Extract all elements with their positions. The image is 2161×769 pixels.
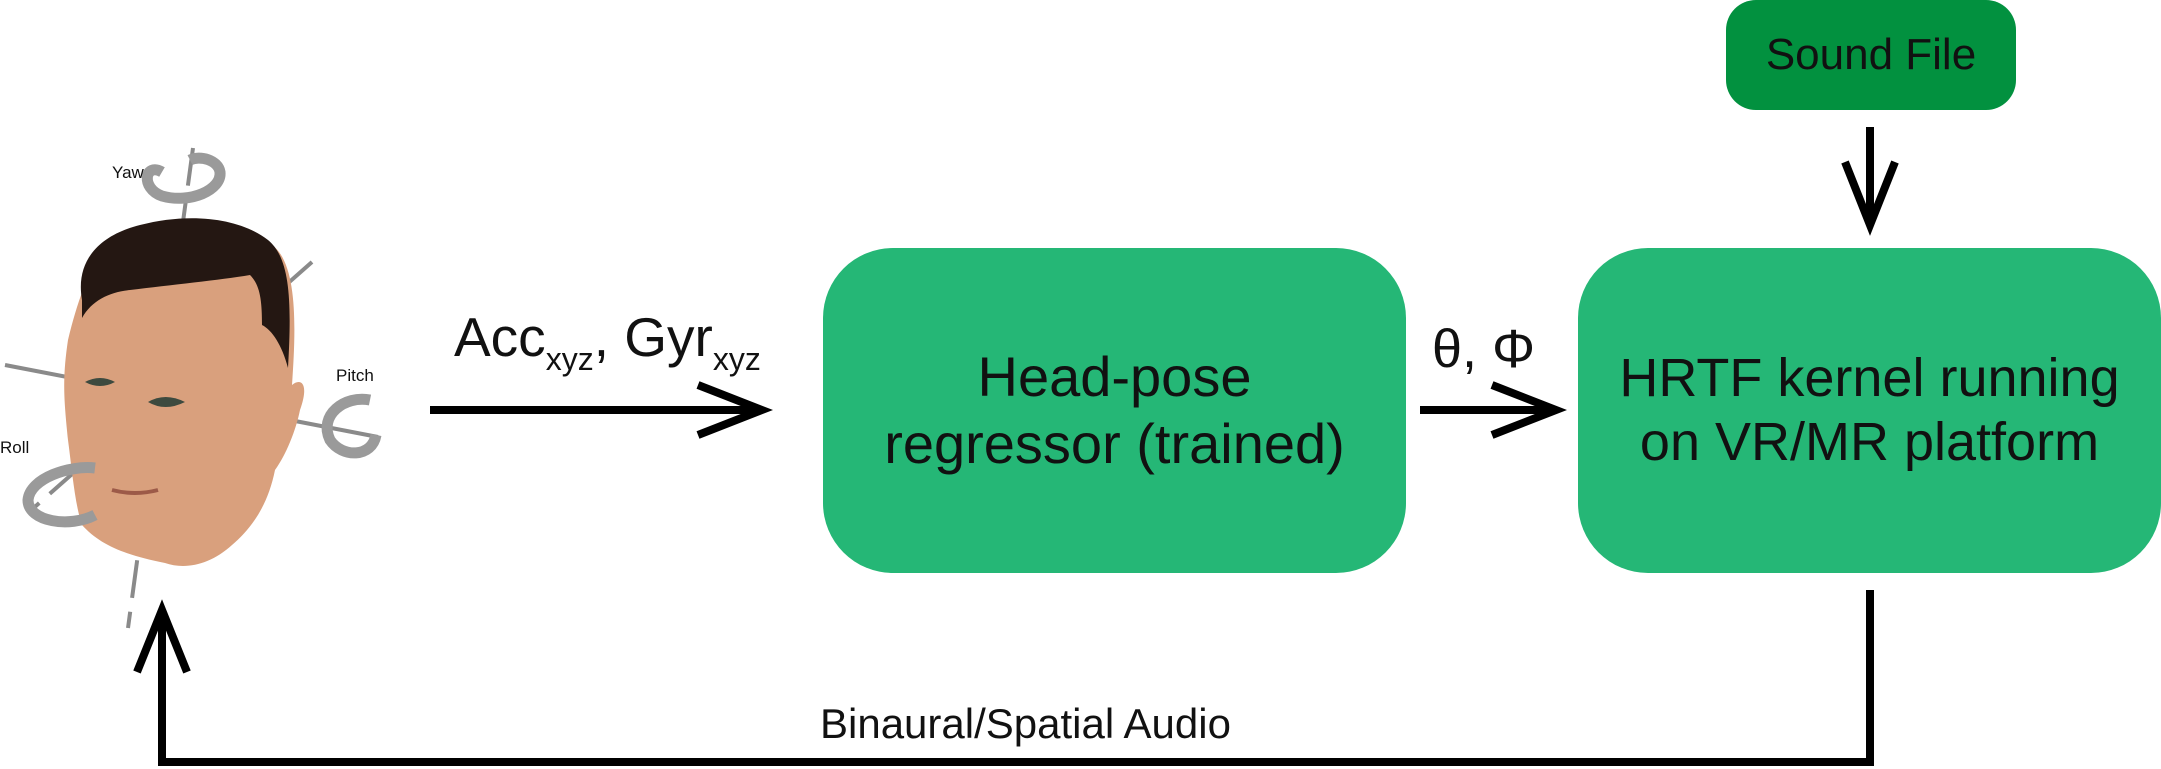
head-pose-regressor-box: Head-pose regressor (trained) bbox=[823, 248, 1406, 573]
head-skin bbox=[64, 226, 305, 566]
roll-label: Roll bbox=[0, 438, 30, 457]
angles-arrow bbox=[1420, 381, 1567, 439]
feedback-arrow bbox=[133, 590, 1874, 766]
acc-subscript: xyz bbox=[545, 341, 594, 377]
roll-rotation-arrow bbox=[22, 462, 98, 528]
pitch-rotation-arrow bbox=[321, 393, 382, 459]
input-separator: , bbox=[593, 306, 625, 368]
gyr-subscript: xyz bbox=[712, 341, 761, 377]
binaural-audio-label: Binaural/Spatial Audio bbox=[820, 700, 1231, 747]
sound-file-label: Sound File bbox=[1765, 30, 1977, 79]
mouth bbox=[111, 488, 159, 495]
angles-label: θ, Φ bbox=[1432, 319, 1536, 379]
head-illustration bbox=[4, 147, 382, 629]
regressor-line-2: regressor (trained) bbox=[884, 411, 1345, 475]
right-eye bbox=[148, 397, 185, 407]
sound-file-arrow bbox=[1841, 127, 1899, 236]
pitch-label: Pitch bbox=[336, 366, 374, 385]
yaw-rotation-arrow bbox=[141, 152, 226, 204]
head-hair bbox=[80, 218, 290, 368]
hrtf-line-1: HRTF kernel running bbox=[1619, 347, 2120, 408]
sound-file-box: Sound File bbox=[1726, 0, 2016, 110]
regressor-line-1: Head-pose bbox=[977, 345, 1252, 409]
gyr-label: Gyr bbox=[624, 306, 713, 368]
hrtf-line-2: on VR/MR platform bbox=[1639, 411, 2100, 472]
sensor-input-label: Accxyz, Gyrxyz bbox=[454, 305, 761, 378]
input-arrow bbox=[430, 381, 773, 439]
acc-label: Acc bbox=[454, 306, 546, 368]
yaw-label: Yaw bbox=[112, 163, 144, 182]
left-eye bbox=[85, 378, 115, 386]
hrtf-kernel-box: HRTF kernel running on VR/MR platform bbox=[1578, 248, 2161, 573]
